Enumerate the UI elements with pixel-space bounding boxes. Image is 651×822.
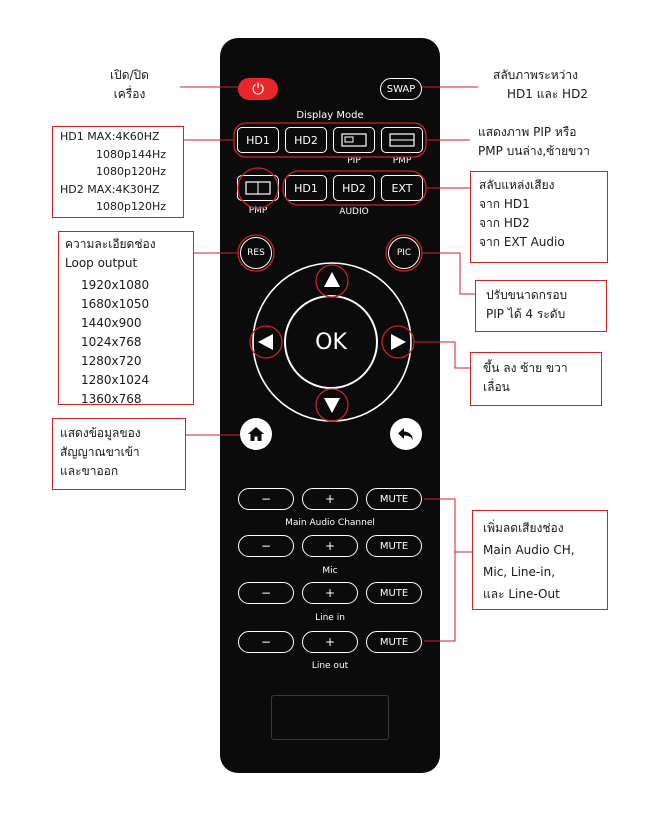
resolution-item: 1920x1080 [81,278,150,292]
pmp-button[interactable] [381,127,423,153]
hdmi-callout-line: HD1 MAX:4K60HZ [60,130,160,143]
audio-callout-line: จาก HD1 [479,197,530,211]
back-button[interactable] [390,418,422,450]
pmp-side-icon [245,181,271,195]
arrows-callout-box: ขึ้น ลง ซ้าย ขวา เลื่อน [470,352,602,406]
home-callout-line: แสดงข้อมูลของ [60,426,141,440]
arrow-up-button[interactable] [315,264,349,298]
display-callout-line: แสดงภาพ PIP หรือ [478,125,577,139]
pip-label: PIP [347,156,361,166]
audio-label: AUDIO [339,207,369,217]
hdmi-callout-line: 1080p120Hz [96,165,167,178]
pic-callout-line: ปรับขนาดกรอบ [486,288,568,302]
resolution-item: 1360x768 [81,392,142,406]
swap-callout: สลับภาพระหว่าง HD1 และ HD2 [493,66,588,104]
hd1-display-button[interactable]: HD1 [237,127,279,153]
audio-hd2-button[interactable]: HD2 [333,175,375,201]
pmp-label: PMP [392,156,412,166]
power-button[interactable]: ⏻ [238,78,278,100]
line-out-mute-button[interactable]: MUTE [366,631,422,653]
mic-minus-button[interactable]: − [238,535,294,557]
power-callout: เปิด/ปิด เครื่อง [110,66,149,104]
home-icon [248,427,264,441]
line-in-label: Line in [315,613,345,623]
back-icon [398,428,413,440]
audio-callout-line: สลับแหล่งเสียง [479,178,555,192]
line-out-plus-button[interactable]: + [302,631,358,653]
volume-callout-line: Mic, Line-in, [483,565,556,579]
arrow-right-button[interactable] [380,325,414,359]
pmp-side-button[interactable] [237,175,279,201]
line-in-minus-button[interactable]: − [238,582,294,604]
audio-callout-box: สลับแหล่งเสียง จาก HD1 จาก HD2 จาก EXT A… [470,171,608,263]
audio-callout-line: จาก HD2 [479,216,530,230]
volume-callout-line: และ Line-Out [483,587,560,601]
hdmi-callout-line: 1080p120Hz [96,200,167,213]
arrow-left-button[interactable] [248,325,282,359]
arrow-down-button[interactable] [315,389,349,423]
ir-window [271,695,389,740]
main-audio-plus-button[interactable]: + [302,488,358,510]
swap-callout-line: HD1 และ HD2 [507,87,588,101]
home-callout-line: และขาออก [60,464,119,478]
resolution-title-line: Loop output [65,256,138,270]
hdmi-callout-line: 1080p144Hz [96,147,167,161]
audio-hd1-button[interactable]: HD1 [285,175,327,201]
display-mode-label: Display Mode [296,110,364,121]
line-out-label: Line out [311,661,349,671]
power-callout-line: เครื่อง [113,87,146,101]
main-audio-minus-button[interactable]: − [238,488,294,510]
pip-button[interactable] [333,127,375,153]
swap-callout-line: สลับภาพระหว่าง [493,68,578,82]
display-callout: แสดงภาพ PIP หรือ PMP บนล่าง,ซ้ายขวา [478,123,590,161]
pic-callout-box: ปรับขนาดกรอบ PIP ได้ 4 ระดับ [475,280,607,332]
resolution-item: 1280x1024 [81,373,150,387]
swap-button[interactable]: SWAP [380,78,422,100]
mic-label: Mic [322,566,338,576]
hdmi-callout-line: HD2 MAX:4K30HZ [60,182,160,196]
pic-callout-line: PIP ได้ 4 ระดับ [486,307,566,321]
home-callout-box: แสดงข้อมูลของ สัญญาณขาเข้า และขาออก [52,418,186,490]
mic-plus-button[interactable]: + [302,535,358,557]
home-callout-line: สัญญาณขาเข้า [60,445,140,459]
line-in-plus-button[interactable]: + [302,582,358,604]
mic-mute-button[interactable]: MUTE [366,535,422,557]
resolution-item: 1440x900 [81,316,142,330]
display-callout-line: PMP บนล่าง,ซ้ายขวา [478,144,590,158]
arrows-callout-line: ขึ้น ลง ซ้าย ขวา [483,361,568,375]
resolution-title-line: ความละเอียดช่อง [65,237,156,251]
resolution-callout-box: ความละเอียดช่อง Loop output 1920x1080 16… [58,231,194,406]
pmp-icon [389,133,415,147]
audio-ext-button[interactable]: EXT [381,175,423,201]
resolution-item: 1280x720 [81,354,142,368]
home-button[interactable] [240,418,272,450]
volume-callout-box: เพิ่มลดเสียงช่อง Main Audio CH, Mic, Lin… [472,510,608,610]
pmp-side-label: PMP [248,206,268,216]
hd2-display-button[interactable]: HD2 [285,127,327,153]
power-icon: ⏻ [252,79,264,98]
volume-callout-line: เพิ่มลดเสียงช่อง [483,521,564,535]
resolution-item: 1024x768 [81,335,142,349]
pip-icon [341,133,367,147]
resolution-item: 1680x1050 [81,297,150,311]
audio-callout-line: จาก EXT Audio [479,235,565,249]
line-out-minus-button[interactable]: − [238,631,294,653]
arrows-callout-line: เลื่อน [483,380,510,394]
main-audio-channel-label: Main Audio Channel [285,518,375,528]
power-callout-line: เปิด/ปิด [110,68,149,82]
main-audio-mute-button[interactable]: MUTE [366,488,422,510]
volume-callout-line: Main Audio CH, [483,543,575,557]
ok-button[interactable]: OK [284,295,378,389]
pic-button[interactable]: PIC [388,237,420,269]
hdmi-callout-box: HD1 MAX:4K60HZ 1080p144Hz 1080p120Hz HD2… [52,126,184,218]
line-in-mute-button[interactable]: MUTE [366,582,422,604]
res-button[interactable]: RES [240,237,272,269]
